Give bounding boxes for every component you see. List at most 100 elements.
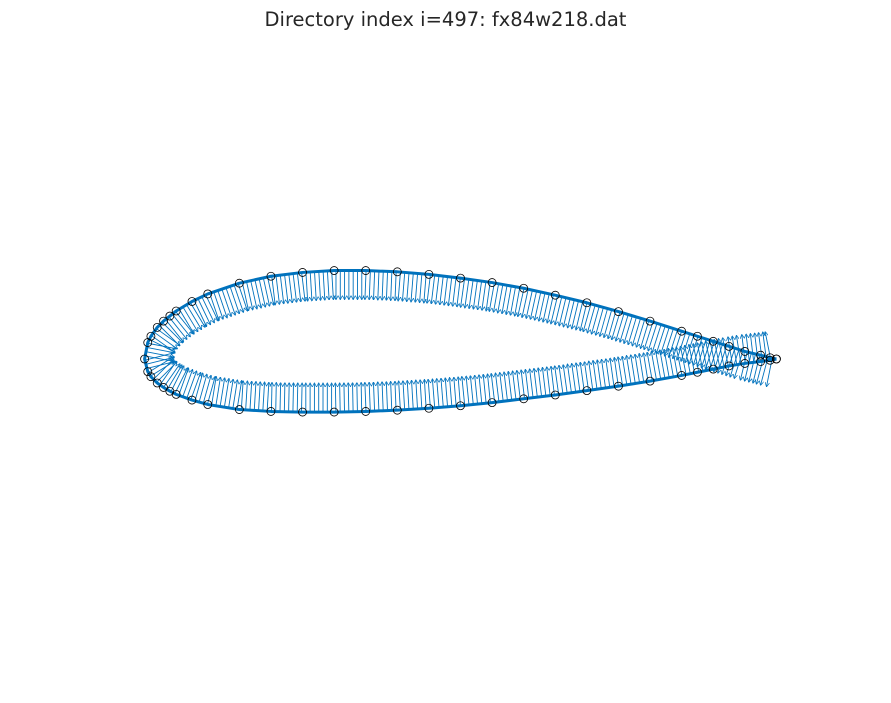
normal-arrow <box>618 357 623 386</box>
normal-arrow <box>475 376 478 405</box>
normal-arrow <box>241 282 248 311</box>
data-point-marker <box>152 323 162 332</box>
normal-arrow <box>508 372 513 401</box>
normal-arrow <box>489 282 495 311</box>
normal-arrow <box>186 371 197 399</box>
normal-arrow <box>765 332 772 361</box>
data-point-marker <box>159 383 168 392</box>
normal-arrow <box>749 353 756 382</box>
normal-arrow <box>332 270 334 299</box>
normal-arrow <box>702 342 708 371</box>
normal-arrow <box>292 273 296 302</box>
normal-arrow <box>697 343 704 372</box>
normal-arrow <box>182 306 198 331</box>
normal-arrow <box>648 323 658 350</box>
data-point-marker <box>756 357 766 366</box>
normal-arrow <box>147 342 176 348</box>
normal-arrow <box>374 270 375 299</box>
normal-arrow <box>576 363 581 392</box>
normal-arrow <box>608 310 617 338</box>
normal-arrow <box>144 353 173 361</box>
normal-arrow <box>444 276 448 305</box>
normal-arrow <box>319 271 321 299</box>
normal-arrow <box>730 349 740 377</box>
normal-arrow <box>676 348 683 376</box>
normal-arrow <box>593 361 598 390</box>
data-point-marker <box>143 338 153 347</box>
normal-arrow <box>398 272 401 300</box>
normal-arrow <box>424 380 426 409</box>
normal-arrow <box>767 358 773 386</box>
normal-arrow <box>604 309 613 337</box>
normal-arrow <box>555 366 560 395</box>
normal-arrow <box>156 328 179 346</box>
data-point-marker <box>146 372 156 382</box>
data-point-marker <box>187 297 197 306</box>
normal-arrow <box>628 316 637 344</box>
normal-arrow <box>494 283 500 312</box>
normal-arrow <box>233 284 243 312</box>
data-point-marker <box>143 367 153 377</box>
normal-arrow <box>515 287 521 316</box>
normal-arrow <box>441 379 444 408</box>
normal-arrow <box>656 351 662 380</box>
data-point-marker <box>693 367 702 377</box>
normal-arrow <box>742 335 746 364</box>
normal-arrow <box>335 384 336 413</box>
normal-arrow <box>661 327 670 354</box>
data-point-marker <box>234 278 244 288</box>
normal-arrow <box>580 302 588 331</box>
normal-arrow <box>500 373 504 402</box>
normal-arrow <box>745 352 752 381</box>
normal-arrow <box>440 276 444 304</box>
normal-arrow <box>644 321 654 349</box>
normal-arrow <box>296 273 300 301</box>
normal-arrow <box>461 278 466 307</box>
normal-arrow <box>521 370 525 399</box>
data-point-marker <box>765 355 775 365</box>
normal-arrow <box>478 281 483 309</box>
normal-arrow <box>525 370 530 399</box>
normal-arrow <box>462 377 466 406</box>
normal-arrow <box>221 288 231 316</box>
normal-arrow <box>482 281 487 310</box>
normal-arrow <box>310 271 312 300</box>
normal-arrow <box>543 293 550 322</box>
normal-arrow <box>448 277 453 305</box>
normal-arrow <box>723 338 729 367</box>
normal-arrow <box>178 369 189 396</box>
data-point-marker <box>456 273 465 283</box>
normal-arrow <box>206 377 215 405</box>
normal-arrow <box>168 316 187 339</box>
normal-arrow <box>602 360 606 389</box>
normal-arrow <box>279 275 283 303</box>
normal-arrow <box>353 383 354 412</box>
normal-arrow <box>284 383 285 412</box>
data-point-marker <box>266 407 276 416</box>
normal-arrow <box>568 299 575 328</box>
normal-arrow <box>254 279 261 308</box>
normal-arrow <box>395 382 396 411</box>
normal-arrow <box>506 285 512 314</box>
normal-arrow <box>250 382 252 411</box>
normal-arrow <box>369 270 370 299</box>
normal-arrow <box>706 342 712 370</box>
normal-arrow <box>327 270 329 299</box>
data-point-marker <box>329 266 339 275</box>
normal-arrow <box>428 380 431 409</box>
normal-arrow <box>479 375 483 404</box>
normal-arrow <box>534 369 538 398</box>
normal-arrow <box>211 377 216 406</box>
normal-arrow <box>301 272 305 301</box>
normal-arrow <box>722 346 732 374</box>
normal-arrow <box>159 362 176 386</box>
normal-arrow <box>416 381 418 409</box>
data-point-marker <box>519 283 529 293</box>
normal-arrow <box>644 353 649 382</box>
normal-arrow <box>522 289 529 317</box>
normal-arrow <box>386 271 387 299</box>
normal-arrow <box>262 277 269 306</box>
normal-arrow <box>209 293 219 320</box>
data-point-marker <box>645 316 655 326</box>
normal-arrow <box>402 272 406 300</box>
